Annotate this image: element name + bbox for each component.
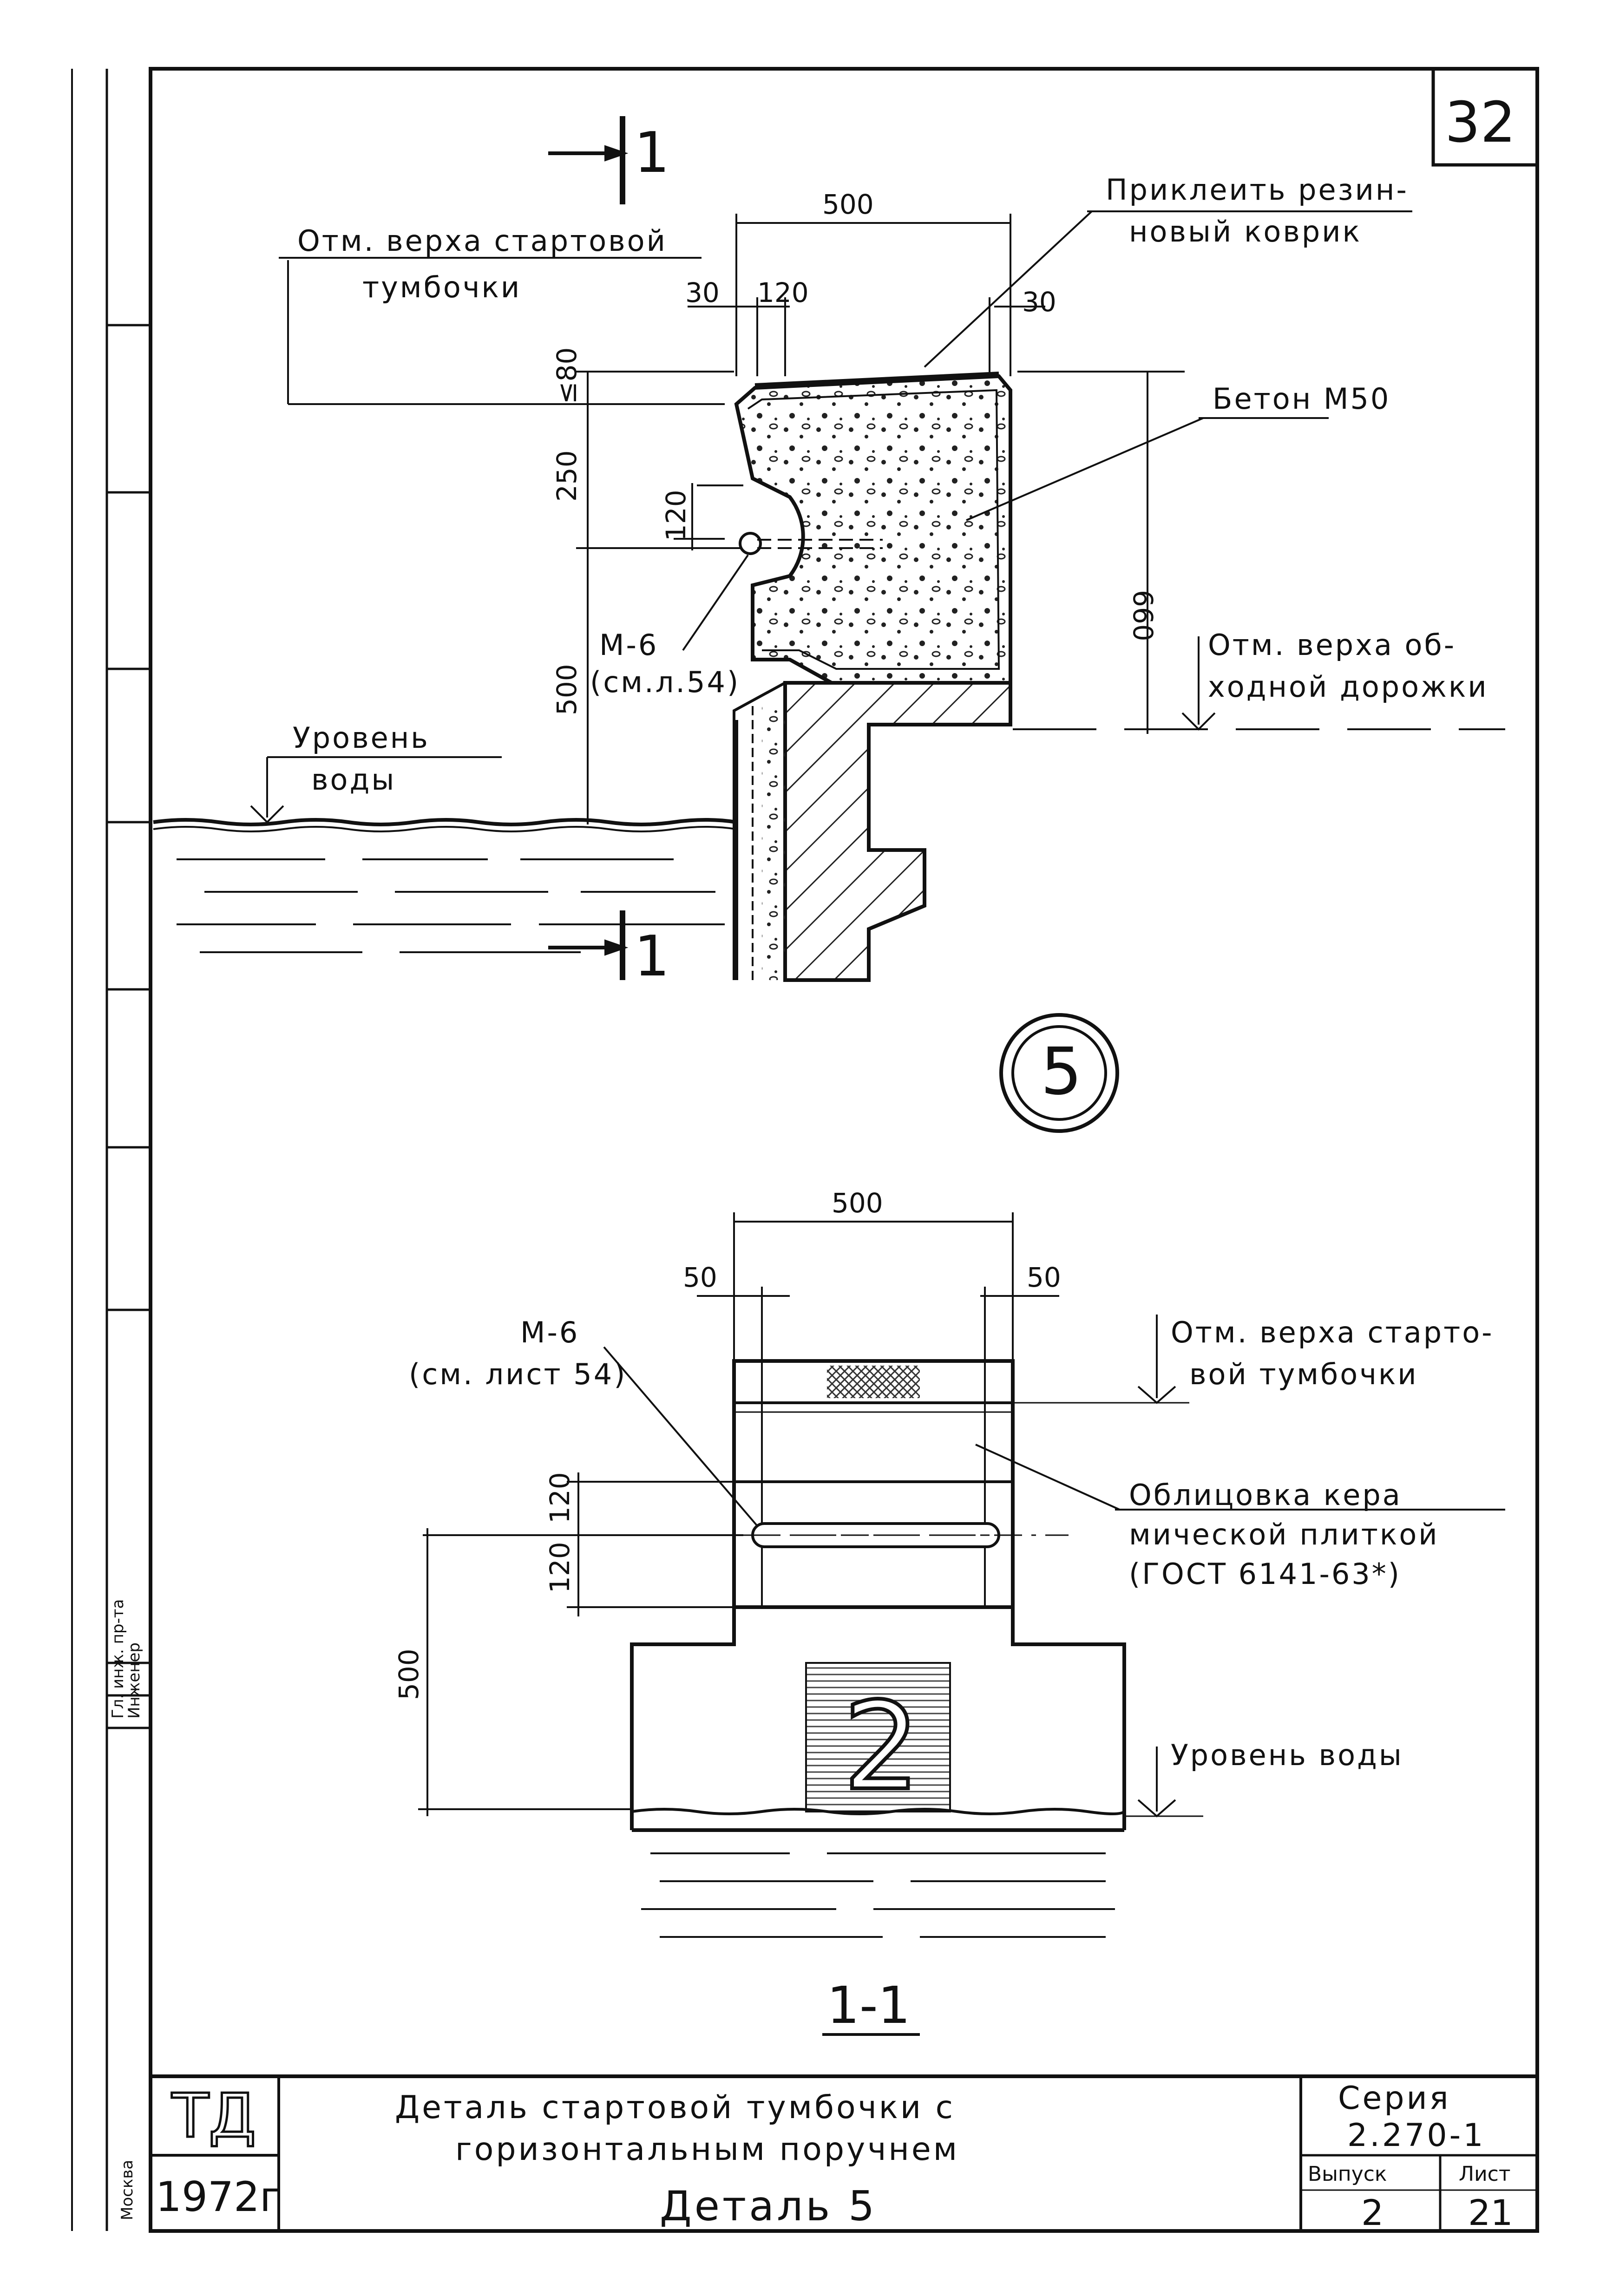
dim-left-30: 30 [685,277,720,308]
upper-section-view: 1 Отм. верха стартовой тумбочки Приклеит… [153,116,1505,989]
detail-marker: 5 [999,1013,1119,1133]
label-water-2: воды [311,763,396,797]
sheet-number: 32 [1445,91,1516,155]
section-title: 1-1 [827,1975,911,2035]
lower-block [630,1359,1126,1832]
lower-dims-vertical [418,1472,743,1816]
title-block [151,2074,1537,2231]
lower-handrail [688,1522,1069,1548]
dim-660-lines [1013,371,1505,734]
dim-250: 250 [551,450,583,502]
lower-label-top-mark-2: вой тумбочки [1189,1357,1418,1391]
series-label: Серия [1338,2080,1451,2117]
lower-section-view: 500 50 50 120 120 [393,1187,1505,2036]
section-mark-top-label: 1 [634,121,669,185]
title-line-3: Деталь 5 [660,2182,877,2230]
lower-label-bolt-2: (см. лист 54) [409,1357,627,1391]
dim-660: 660 [1127,590,1159,641]
side-stamp-chief: Гл. инж. пр-та [109,1599,127,1719]
section-mark-bottom [548,910,629,980]
lower-tile-leader [975,1444,1120,1511]
title-line-2: горизонтальным поручнем [455,2131,959,2168]
sheet-value: 21 [1468,2192,1513,2233]
lane-number-plate: 2 [805,1662,951,1819]
path-mark-arrow [1181,712,1216,731]
sheet-frame [71,67,1539,2233]
dim-120: 120 [757,277,809,308]
issue-label: Выпуск [1308,2162,1387,2186]
water-surface-upper [153,818,737,953]
issue-value: 2 [1361,2192,1384,2233]
label-water-1: Уровень [293,721,430,755]
sheet-label: Лист [1459,2162,1511,2186]
label-concrete: Бетон М50 [1213,382,1390,416]
dim-lower-120-a: 120 [544,1472,576,1524]
dim-500-vert: 500 [551,664,583,715]
pool-wall [733,681,1012,982]
water-surface-lower [631,1808,1126,1938]
series-value: 2.270-1 [1347,2117,1485,2154]
label-top-mark-1: Отм. верха стартовой [297,224,667,258]
section-mark-top [548,116,629,204]
detail-marker-number: 5 [1041,1034,1082,1110]
side-stamp-engineer: Инженер [125,1642,144,1719]
handrail-bolt [739,532,883,555]
dim-lower-width: 500 [832,1187,883,1219]
lower-label-bolt-1: М-6 [520,1315,579,1349]
label-top-mark-2: тумбочки [362,270,521,304]
title-year: 1972г [156,2173,281,2221]
lower-label-water: Уровень воды [1171,1738,1403,1772]
side-stamp-city: Москва [118,2160,137,2220]
lower-label-tile-2: мической плиткой [1129,1518,1439,1551]
dim-hole-120: 120 [660,490,692,541]
title-line-1: Деталь стартовой тумбочки с [395,2089,955,2126]
section-mark-bottom-label: 1 [634,924,669,989]
dim-right-30: 30 [1022,286,1056,318]
label-rubber-1: Приклеить резин- [1106,173,1409,207]
lower-label-tile-1: Облицовка кера [1129,1478,1402,1512]
label-bolt-2: (см.л.54) [590,665,740,699]
dim-width-500: 500 [822,189,874,220]
lane-number: 2 [843,1677,920,1817]
label-bolt-1: М-6 [599,628,658,662]
side-stamp [107,324,151,1729]
dim-lower-50-left: 50 [683,1262,717,1293]
sheet-number-box: 32 [1431,69,1537,167]
rubber-leader [924,210,1093,368]
upper-dims-vertical [576,371,743,824]
lower-bolt-leader [603,1346,758,1527]
concrete-leader [966,417,1204,521]
block-body [734,372,1012,685]
dim-lower-50-right: 50 [1027,1262,1061,1293]
dim-lower-120-b: 120 [544,1542,576,1593]
label-path-1: Отм. верха об- [1208,628,1456,662]
bolt-leader [682,554,749,651]
lower-label-top-mark-1: Отм. верха старто- [1171,1315,1494,1349]
dim-lower-500: 500 [393,1648,425,1700]
dim-le80: ≤80 [551,347,583,404]
lower-label-tile-3: (ГОСТ 6141-63*) [1129,1557,1401,1591]
label-rubber-2: новый коврик [1129,215,1362,249]
upper-dims-horizontal [688,214,1045,376]
label-path-2: ходной дорожки [1208,670,1488,704]
title-logo: ТД [171,2080,256,2151]
